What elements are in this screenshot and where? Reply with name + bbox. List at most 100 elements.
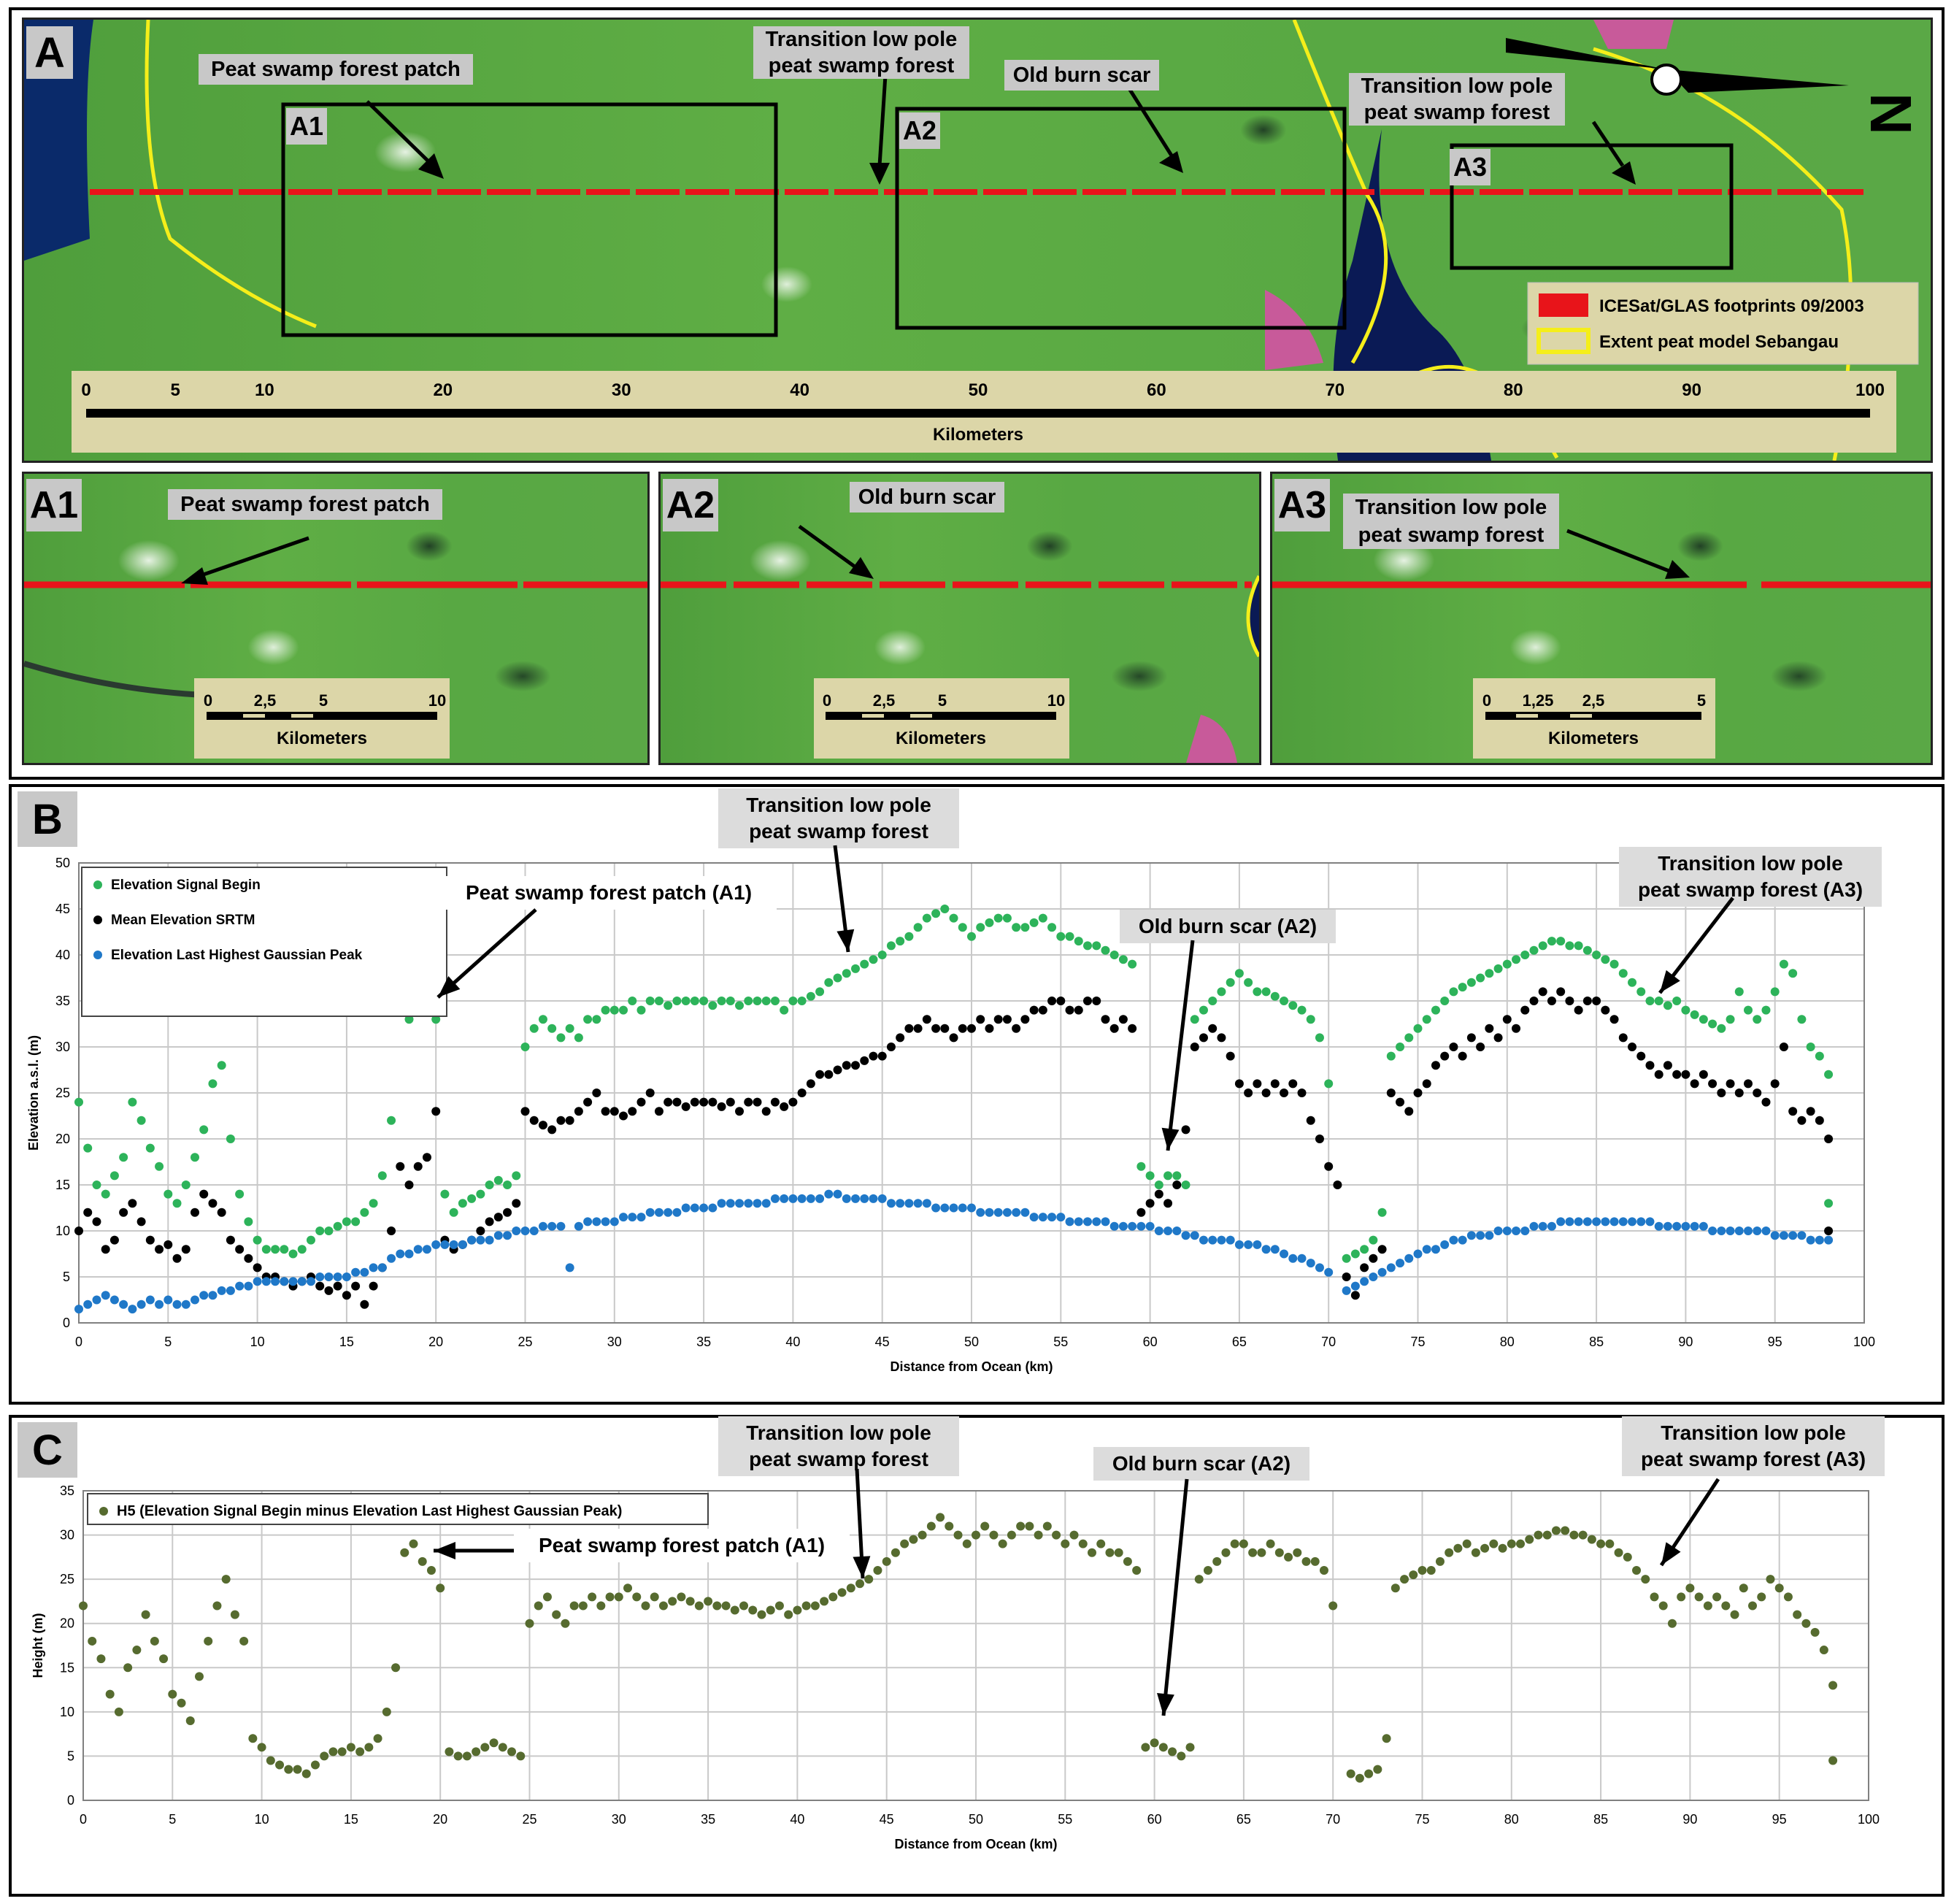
series-1-point-67 — [672, 1097, 682, 1107]
series-0-point-142 — [1350, 1249, 1360, 1259]
series-2-point-91 — [886, 1199, 896, 1208]
series-0-point-2 — [96, 1654, 106, 1664]
series-0-point-133 — [1261, 987, 1271, 997]
series-1-point-94 — [913, 1024, 923, 1033]
series-0-point-166 — [1569, 1530, 1579, 1540]
series-0-point-89 — [869, 955, 878, 964]
series-2-point-133 — [1261, 1245, 1271, 1254]
series-1-point-28 — [324, 1286, 334, 1295]
series-0-point-105 — [1016, 1521, 1026, 1531]
series-0-point-130 — [1234, 969, 1244, 978]
series-0-point-46 — [489, 1738, 499, 1748]
x-tick-label-6: 30 — [612, 1812, 626, 1827]
series-1-point-121 — [1154, 1189, 1163, 1199]
series-0-point-122 — [1163, 1171, 1173, 1181]
series-0-point-103 — [998, 1539, 1007, 1548]
series-0-point-93 — [909, 1535, 918, 1544]
annotation-arrowhead-1 — [853, 1556, 871, 1578]
series-0-point-175 — [1645, 997, 1655, 1005]
series-1-point-8 — [145, 1235, 155, 1245]
x-tick-label-5: 25 — [522, 1812, 536, 1827]
series-0-point-25 — [301, 1769, 311, 1778]
series-1-point-35 — [387, 1227, 396, 1235]
series-0-point-112 — [1078, 1539, 1088, 1548]
series-2-point-129 — [1226, 1235, 1235, 1245]
series-0-point-162 — [1534, 1530, 1543, 1540]
y-tick-label-1: 5 — [67, 1748, 74, 1763]
series-2-point-130 — [1234, 1240, 1244, 1249]
series-2-point-192 — [1797, 1231, 1807, 1240]
series-2-point-18 — [235, 1281, 245, 1291]
series-2-point-190 — [1779, 1231, 1788, 1240]
series-0-point-69 — [690, 997, 699, 1005]
series-2-point-165 — [1556, 1217, 1566, 1227]
annotation-arrowhead-2 — [1161, 1127, 1180, 1151]
x-tick-label-17: 85 — [1593, 1812, 1608, 1827]
series-0-point-169 — [1592, 951, 1601, 959]
series-1-point-80 — [788, 1097, 798, 1107]
series-0-point-35 — [391, 1663, 401, 1673]
series-2-point-28 — [324, 1272, 334, 1281]
series-2-point-7 — [136, 1300, 146, 1309]
series-0-point-65 — [654, 997, 663, 1005]
series-0-point-14 — [204, 1636, 213, 1646]
series-0-point-49 — [516, 1751, 526, 1761]
series-0-point-175 — [1650, 1592, 1659, 1602]
x-tick-label-3: 15 — [339, 1335, 354, 1349]
series-0-point-116 — [1109, 951, 1119, 959]
series-0-point-127 — [1212, 1556, 1222, 1566]
y-tick-label-2: 10 — [60, 1705, 74, 1719]
series-1-point-90 — [877, 1051, 887, 1061]
series-0-point-91 — [891, 1548, 900, 1557]
series-1-point-148 — [1396, 1097, 1405, 1107]
series-1-point-4 — [109, 1235, 119, 1245]
series-2-point-101 — [976, 1208, 985, 1217]
series-0-point-194 — [1819, 1646, 1828, 1655]
series-0-point-161 — [1525, 1535, 1534, 1544]
series-2-point-121 — [1154, 1227, 1163, 1235]
series-0-point-62 — [632, 1592, 642, 1602]
series-1-point-74 — [735, 1107, 745, 1116]
series-1-point-98 — [949, 1033, 958, 1043]
series-0-point-158 — [1498, 1543, 1507, 1553]
series-1-point-60 — [609, 1107, 619, 1116]
series-0-point-179 — [1685, 1584, 1695, 1593]
annotation-1-line-1: peat swamp forest — [749, 820, 928, 842]
scale-main-tick-3: 20 — [433, 380, 453, 400]
x-tick-label-1: 5 — [164, 1335, 172, 1349]
series-1-point-54 — [556, 1116, 566, 1125]
series-1-point-40 — [431, 1107, 441, 1116]
series-2-point-53 — [547, 1221, 557, 1231]
series-0-point-75 — [748, 1605, 758, 1615]
x-axis-label: Distance from Ocean (km) — [894, 1837, 1057, 1851]
series-0-point-136 — [1293, 1548, 1302, 1557]
annotation-arrowhead-1 — [836, 929, 855, 952]
series-2-point-138 — [1306, 1259, 1315, 1268]
y-tick-label-0: 0 — [67, 1793, 74, 1808]
series-2-point-98 — [949, 1203, 958, 1213]
series-0-point-137 — [1297, 1005, 1307, 1015]
series-2-point-188 — [1761, 1227, 1771, 1235]
series-0-point-124 — [1185, 1743, 1195, 1752]
series-0-point-32 — [360, 1208, 369, 1217]
series-0-point-184 — [1726, 1015, 1735, 1024]
series-0-point-169 — [1596, 1539, 1606, 1548]
series-0-point-159 — [1502, 959, 1512, 969]
series-0-point-21 — [266, 1756, 275, 1765]
series-1-point-174 — [1628, 1043, 1637, 1051]
series-2-point-85 — [833, 1189, 842, 1199]
series-2-point-168 — [1582, 1217, 1592, 1227]
x-tick-label-10: 50 — [969, 1812, 983, 1827]
series-0-point-176 — [1658, 1601, 1668, 1611]
series-0-point-30 — [346, 1743, 355, 1752]
series-0-point-82 — [806, 991, 815, 1001]
x-tick-label-5: 25 — [518, 1335, 532, 1349]
series-2-point-122 — [1163, 1227, 1173, 1235]
series-1-point-159 — [1493, 1033, 1503, 1043]
series-2-point-185 — [1734, 1227, 1744, 1235]
series-2-point-16 — [217, 1286, 226, 1295]
peat-extent-boundary — [145, 20, 317, 329]
series-0-point-129 — [1230, 1539, 1239, 1548]
series-2-point-13 — [190, 1295, 199, 1305]
series-1-point-62 — [628, 1107, 637, 1116]
